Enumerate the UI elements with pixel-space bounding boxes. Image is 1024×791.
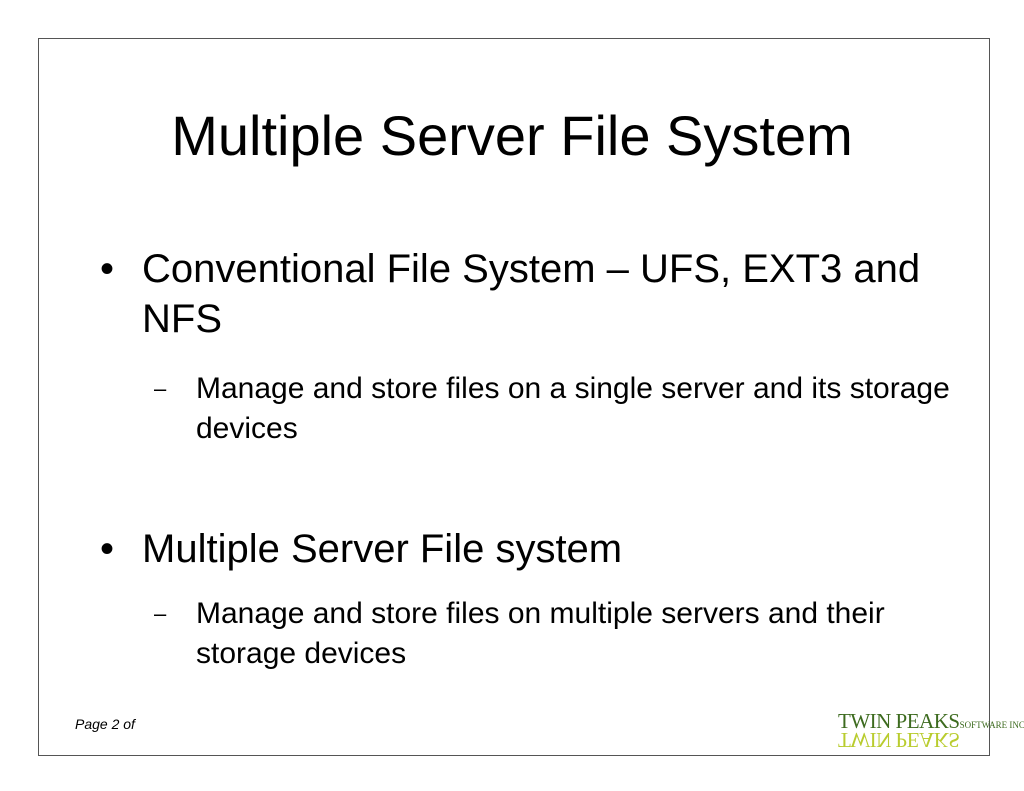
sub-bullet-single-server: – Manage and store files on a single ser… xyxy=(154,369,964,449)
sub-bullet-marker: – xyxy=(154,601,167,626)
slide-frame xyxy=(38,38,990,756)
logo-reflection: TWIN PEAKS xyxy=(838,728,960,752)
bullet-marker: • xyxy=(100,527,115,571)
sub-bullet-marker: – xyxy=(154,376,167,401)
bullet-item-conventional: • Conventional File System – UFS, EXT3 a… xyxy=(100,244,970,344)
company-logo: TWIN PEAKSSOFTWARE INC. TWIN PEAKS xyxy=(838,710,1024,752)
logo-text: TWIN PEAKSSOFTWARE INC. xyxy=(838,710,1024,736)
slide-title: Multiple Server File System xyxy=(171,104,853,167)
sub-bullet-text: Manage and store files on multiple serve… xyxy=(196,597,885,670)
bullet-marker: • xyxy=(100,247,115,291)
logo-main-text: TWIN PEAKS xyxy=(838,709,960,733)
bullet-text: Multiple Server File system xyxy=(142,527,623,571)
page-number-label: Page 2 of xyxy=(75,716,135,732)
sub-bullet-text: Manage and store files on a single serve… xyxy=(196,372,950,445)
bullet-text: Conventional File System – UFS, EXT3 and… xyxy=(142,247,921,341)
bullet-item-multiple-server: • Multiple Server File system xyxy=(100,524,970,574)
sub-bullet-multiple-servers: – Manage and store files on multiple ser… xyxy=(154,594,964,674)
logo-sub-text: SOFTWARE INC. xyxy=(959,720,1024,730)
